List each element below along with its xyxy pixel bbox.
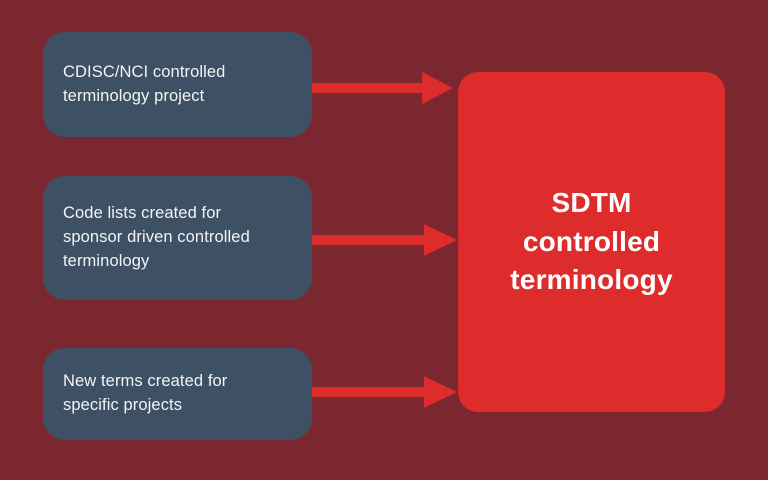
source-box-new-terms: New terms created for specific projects [43, 348, 312, 440]
arrow-right-icon [312, 68, 454, 108]
target-box-sdtm-controlled-terminology: SDTM controlled terminology [458, 72, 725, 412]
source-box-label: Code lists created for sponsor driven co… [63, 204, 250, 270]
source-box-cdisc-nci: CDISC/NCI controlled terminology project [43, 32, 312, 137]
arrow-right-icon [312, 372, 458, 412]
arrow-right-icon [312, 220, 458, 260]
source-box-code-lists: Code lists created for sponsor driven co… [43, 176, 312, 300]
source-box-label: CDISC/NCI controlled terminology project [63, 62, 226, 105]
target-box-label: SDTM controlled terminology [510, 187, 673, 296]
source-box-label: New terms created for specific projects [63, 372, 228, 414]
